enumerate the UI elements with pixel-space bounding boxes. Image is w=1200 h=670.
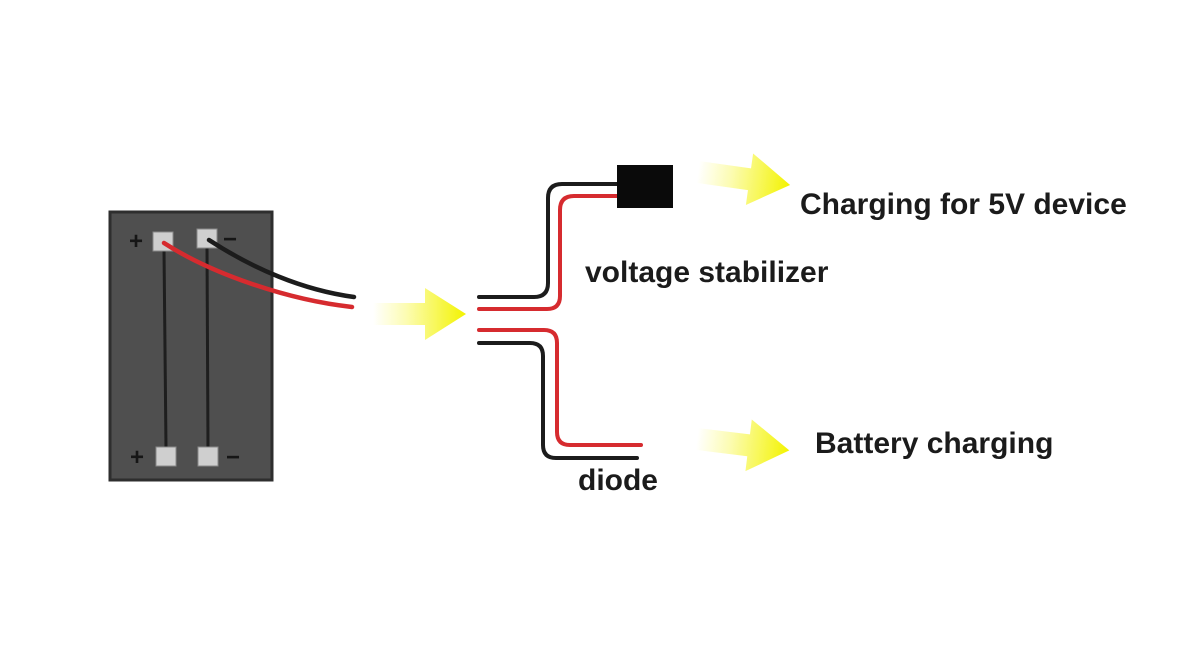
label-battery-charging: Battery charging — [815, 427, 1054, 460]
panel-lead-positive-wire — [161, 240, 355, 310]
solar-panel: + − + − — [108, 210, 274, 482]
label-voltage-stabilizer: voltage stabilizer — [585, 256, 829, 289]
polarity-sign-bottom-right: − — [226, 444, 240, 471]
cell-wire-right — [205, 246, 210, 449]
terminal-square-bottom-left — [155, 446, 177, 467]
flow-arrow-5v — [696, 153, 791, 205]
cell-wire-left — [162, 249, 168, 449]
flow-arrow-center — [373, 288, 466, 340]
voltage-stabilizer-box — [617, 165, 673, 208]
panel-lead-negative-wire — [206, 237, 357, 300]
polarity-sign-top-left: + — [129, 228, 143, 255]
upper-branch-positive-wire — [477, 194, 620, 311]
label-charging-5v-device: Charging for 5V device — [800, 188, 1127, 221]
lower-branch-negative-wire — [477, 341, 639, 460]
flow-arrow-battery — [695, 419, 790, 472]
lower-branch-positive-wire — [477, 328, 643, 447]
terminal-square-bottom-right — [197, 446, 219, 467]
label-diode: diode — [578, 464, 658, 497]
polarity-sign-top-right: − — [223, 226, 237, 253]
polarity-sign-bottom-left: + — [130, 444, 144, 471]
upper-branch-negative-wire — [477, 182, 620, 299]
